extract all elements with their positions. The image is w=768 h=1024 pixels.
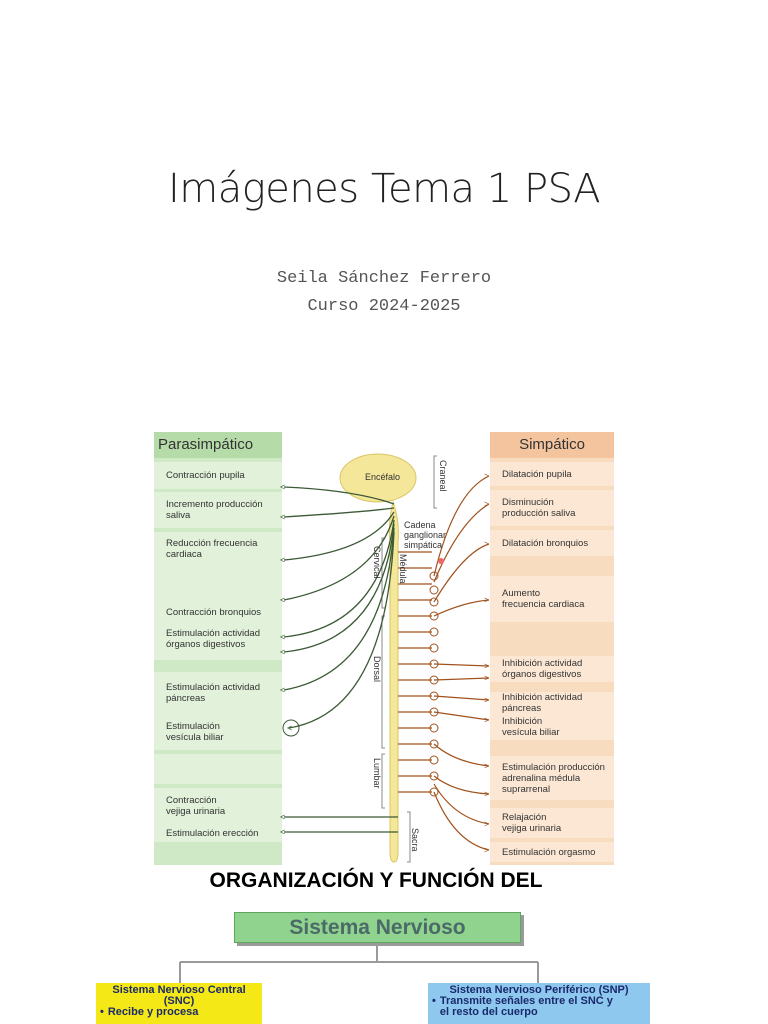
svg-text:>: > <box>484 471 489 481</box>
svg-text:>: > <box>484 845 489 855</box>
chain-label: Cadena ganglionar simpática <box>404 520 447 550</box>
svg-text:<: < <box>280 595 285 605</box>
svg-text:<: < <box>280 482 285 492</box>
svg-text:<: < <box>280 555 285 565</box>
svg-text:<: < <box>280 812 285 822</box>
svg-text:<: < <box>287 723 292 733</box>
symp-arrow-heads: > > > > > > > > > > > > <box>484 471 489 855</box>
svg-text:>: > <box>484 715 489 725</box>
para-endings <box>282 719 300 737</box>
svg-text:>: > <box>484 661 489 671</box>
nerve-diagram: < < < < < < < < < < <box>280 453 490 863</box>
svg-text:>: > <box>484 761 489 771</box>
slide-title: Imágenes Tema 1 PSA <box>167 166 601 212</box>
symp-item: Dilatación pupila <box>490 462 614 486</box>
para-empty <box>154 754 282 784</box>
para-item: Estimulación erección <box>154 824 282 842</box>
symp-item: Aumento frecuencia cardiaca <box>490 576 614 622</box>
sympathetic-nerves <box>398 475 490 851</box>
parasympathetic-header: Parasimpático <box>154 432 282 458</box>
svg-text:>: > <box>484 539 489 549</box>
organization-heading: ORGANIZACIÓN Y FUNCIÓN DEL <box>209 869 543 892</box>
spinal-cord <box>388 500 399 863</box>
svg-text:>: > <box>484 789 489 799</box>
para-item: Contracción vejiga urinaria <box>154 788 282 824</box>
svg-text:>: > <box>484 595 489 605</box>
brain-shape <box>339 453 417 503</box>
svg-text:>: > <box>484 819 489 829</box>
symp-item: Inhibición actividad páncreas <box>490 692 614 714</box>
para-item: Reducción frecuencia cardiaca Contracció… <box>154 532 282 622</box>
author-name: Seila Sánchez Ferrero <box>276 269 492 288</box>
snp-bullet: •Transmite señales entre el SNC y el res… <box>432 995 613 1018</box>
para-item: Incremento producción saliva <box>154 492 282 528</box>
brain-label: Encéfalo <box>365 472 401 482</box>
symp-item: Estimulación orgasmo <box>490 842 614 862</box>
snp-title: Sistema Nervioso Periférico (SNP) <box>449 984 629 996</box>
symp-item: Relajación vejiga urinaria <box>490 808 614 838</box>
svg-text:<: < <box>280 647 285 657</box>
sympathetic-ganglia <box>429 571 439 797</box>
sympathetic-header: Simpático <box>490 432 614 458</box>
snc-bullet: •Recibe y procesa <box>100 1006 199 1018</box>
svg-text:<: < <box>280 632 285 642</box>
svg-text:<: < <box>280 685 285 695</box>
para-item: Estimulación vesícula biliar <box>154 714 282 750</box>
svg-text:>: > <box>484 695 489 705</box>
snc-box: Sistema Nervioso Central (SNC) •Recibe y… <box>96 983 262 1024</box>
symp-item: Inhibición actividad órganos digestivos <box>490 656 614 682</box>
nervous-system-box: Sistema Nervioso <box>234 912 521 943</box>
autonomic-nervous-system-figure: Parasimpático Simpático Contracción pupi… <box>154 432 614 865</box>
parasympathetic-nerves <box>283 486 398 833</box>
para-item: Estimulación actividad páncreas <box>154 672 282 714</box>
para-item: Estimulación actividad órganos digestivo… <box>154 618 282 660</box>
symp-item: Estimulación producción adrenalina médul… <box>490 756 614 800</box>
snp-box: Sistema Nervioso Periférico (SNP) •Trans… <box>428 983 650 1024</box>
svg-text:>: > <box>484 499 489 509</box>
symp-item: Disminución producción saliva <box>490 490 614 526</box>
symp-item: Inhibición vesícula biliar <box>490 714 614 740</box>
svg-text:<: < <box>280 512 285 522</box>
svg-text:>: > <box>484 673 489 683</box>
course-year: Curso 2024-2025 <box>307 297 461 316</box>
symp-item: Dilatación bronquios <box>490 530 614 556</box>
svg-text:<: < <box>280 827 285 837</box>
snc-title: Sistema Nervioso Central (SNC) <box>112 984 246 1007</box>
chain-marker <box>438 558 444 564</box>
para-item: Contracción pupila <box>154 462 282 489</box>
para-arrow-heads: < < < < < < < < < < <box>280 482 292 837</box>
